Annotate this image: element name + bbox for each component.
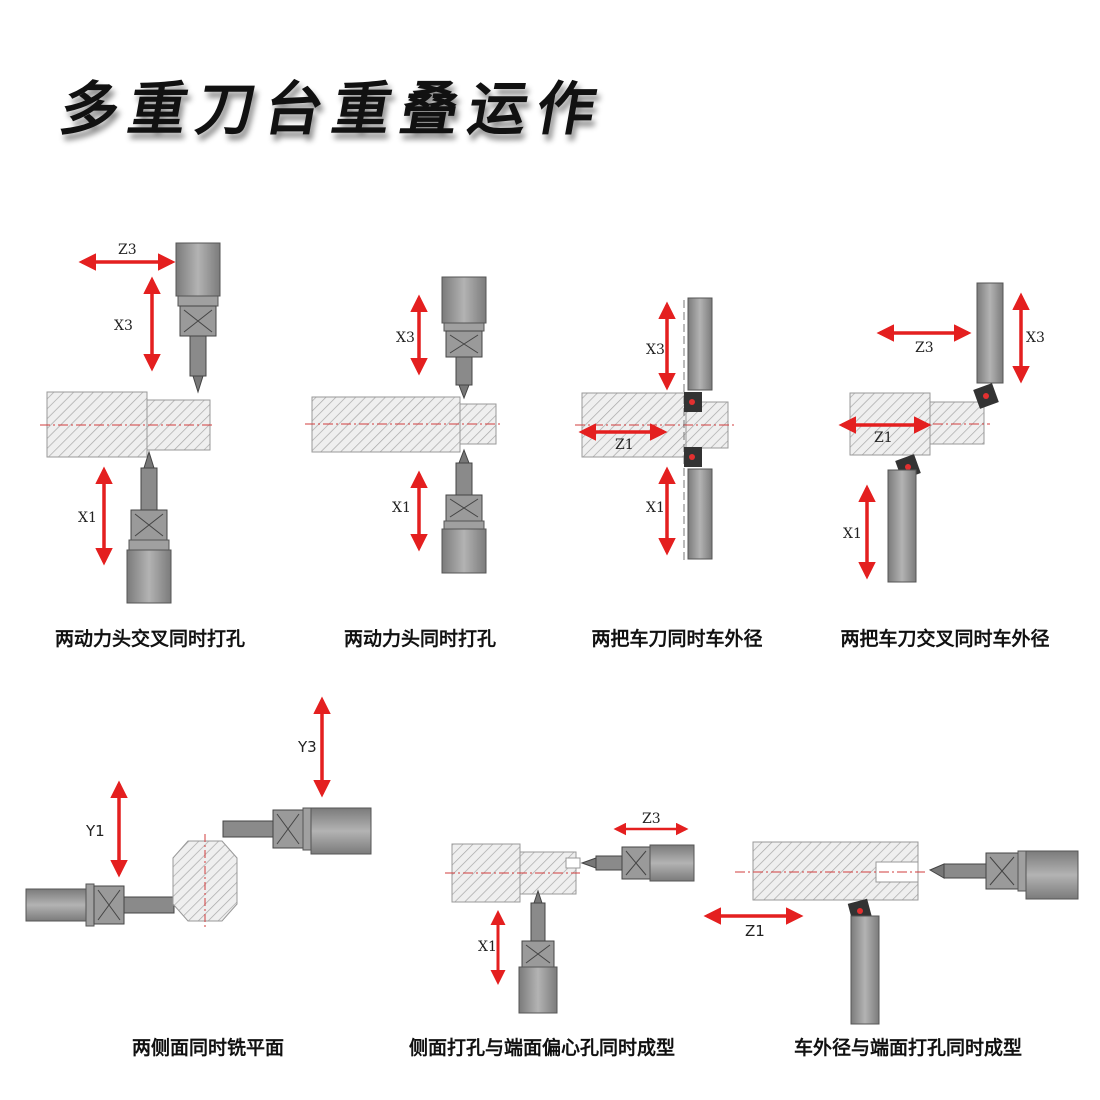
caption-panel-7: 车外径与端面打孔同时成型 bbox=[793, 1037, 1023, 1059]
turning-tool-top bbox=[687, 297, 713, 391]
label-z1: Z1 bbox=[615, 437, 634, 453]
panel-7-drawing bbox=[703, 841, 1079, 1025]
panel-4-drawing bbox=[838, 282, 1030, 583]
label-x1: X1 bbox=[478, 939, 497, 955]
caption-panel-1: 两动力头交叉同时打孔 bbox=[54, 628, 246, 650]
panel-2-drawing bbox=[305, 276, 500, 574]
turning-tool-bottom bbox=[687, 468, 713, 560]
label-z3: Z3 bbox=[915, 340, 934, 356]
label-x1: X1 bbox=[392, 500, 411, 516]
panel-5-drawing bbox=[25, 696, 372, 928]
panel-3-drawing bbox=[575, 297, 735, 560]
workpiece bbox=[172, 840, 238, 922]
label-z3: Z3 bbox=[642, 811, 661, 827]
turning-tool bbox=[850, 915, 880, 1025]
caption-panel-6: 侧面打孔与端面偏心孔同时成型 bbox=[408, 1037, 676, 1059]
label-x3: X3 bbox=[114, 318, 133, 334]
label-x3: X3 bbox=[396, 330, 415, 346]
live-tool-top-housing bbox=[175, 242, 221, 297]
panel-1-drawing bbox=[40, 242, 221, 604]
caption-panel-4: 两把车刀交叉同时车外径 bbox=[840, 628, 1050, 650]
label-y1: Y1 bbox=[85, 822, 105, 840]
label-x1: X1 bbox=[843, 526, 862, 542]
caption-panel-3: 两把车刀同时车外径 bbox=[591, 628, 763, 650]
turning-tool-top bbox=[976, 282, 1004, 384]
live-tool-bottom-housing bbox=[126, 549, 172, 604]
label-x3: X3 bbox=[1026, 330, 1045, 346]
label-x1: X1 bbox=[78, 510, 97, 526]
caption-panel-5: 两侧面同时铣平面 bbox=[131, 1037, 285, 1059]
label-z3: Z3 bbox=[118, 242, 137, 258]
label-x1: X1 bbox=[646, 500, 665, 516]
caption-panel-2: 两动力头同时打孔 bbox=[343, 628, 497, 650]
label-z1: Z1 bbox=[745, 922, 765, 940]
label-x3: X3 bbox=[646, 342, 665, 358]
turning-tool-bottom bbox=[887, 469, 917, 583]
panel-6-drawing bbox=[445, 822, 695, 1014]
label-z1: Z1 bbox=[874, 430, 893, 446]
label-y3: Y3 bbox=[297, 738, 317, 756]
